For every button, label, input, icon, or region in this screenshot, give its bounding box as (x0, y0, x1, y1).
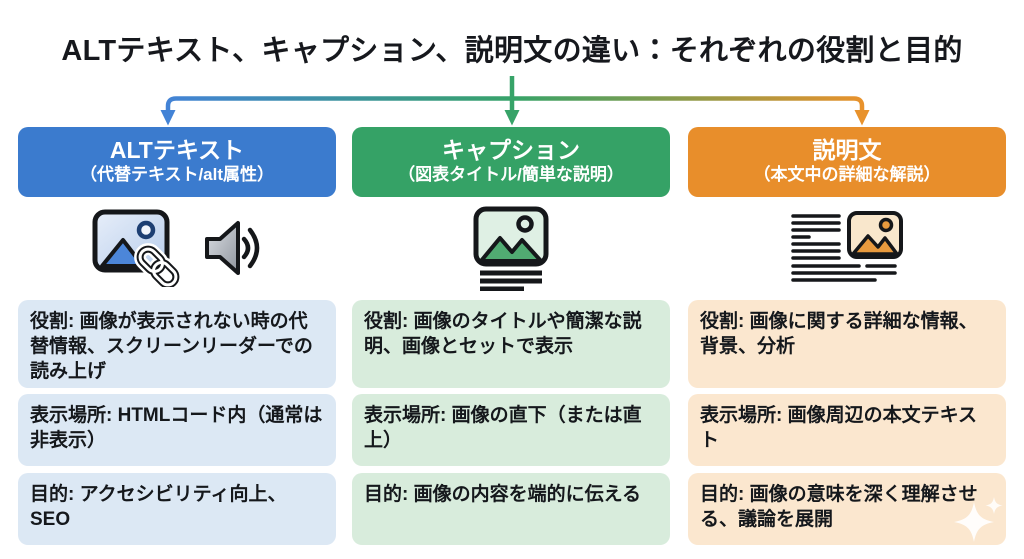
header-title: キャプション (442, 137, 580, 164)
description-icons (688, 202, 1006, 294)
box-label: 表示場所: (364, 405, 452, 426)
header-subtitle: （本文中の詳細な解説） (753, 165, 941, 185)
box-label: 表示場所: (700, 405, 788, 426)
box-location-alt-text: 表示場所: HTMLコード内（通常は非表示） (18, 394, 336, 466)
box-label: 役割: (700, 311, 750, 332)
box-label: 役割: (364, 311, 414, 332)
box-text: 画像の意味を深く理解させる、議論を展開 (700, 484, 978, 531)
column-header-alt-text: ALTテキスト （代替テキスト/alt属性） (18, 127, 336, 197)
text-with-inline-image-icon (791, 211, 903, 282)
arrow-down-right-icon (854, 110, 870, 126)
header-subtitle: （代替テキスト/alt属性） (79, 165, 275, 185)
header-title: 説明文 (812, 137, 882, 164)
sparkle-icon (954, 497, 1003, 542)
box-purpose-caption: 目的: 画像の内容を端的に伝える (352, 473, 670, 545)
connector-line (165, 96, 865, 112)
speaker-sound-icon (205, 221, 260, 275)
branch-arrows (160, 76, 870, 126)
box-role-caption: 役割: 画像のタイトルや簡潔な説明、画像とセットで表示 (352, 300, 670, 388)
box-text: 画像が表示されない時の代替情報、スクリーンリーダーでの読み上げ (30, 311, 313, 383)
box-text: 画像に関する詳細な情報、背景、分析 (700, 311, 978, 358)
page-title: ALTテキスト、キャプション、説明文の違い：それぞれの役割と目的 (61, 35, 963, 67)
box-purpose-alt-text: 目的: アクセシビリティ向上、SEO (18, 473, 336, 545)
caption-icons (352, 202, 670, 294)
box-label: 表示場所: (30, 405, 118, 426)
box-role-description: 役割: 画像に関する詳細な情報、背景、分析 (688, 300, 1006, 388)
box-label: 目的: (700, 484, 750, 505)
image-with-link-icon (92, 209, 182, 287)
arrow-down-center-icon (504, 110, 520, 126)
arrow-down-left-icon (160, 110, 176, 126)
alt-text-icons (18, 202, 336, 294)
box-text: 画像の内容を端的に伝える (413, 484, 642, 505)
box-text: 画像周辺の本文テキスト (700, 405, 978, 452)
box-location-description: 表示場所: 画像周辺の本文テキスト (688, 394, 1006, 466)
box-role-alt-text: 役割: 画像が表示されない時の代替情報、スクリーンリーダーでの読み上げ (18, 300, 336, 388)
column-header-description: 説明文 （本文中の詳細な解説） (688, 127, 1006, 197)
box-location-caption: 表示場所: 画像の直下（または直上） (352, 394, 670, 466)
box-purpose-description: 目的: 画像の意味を深く理解させる、議論を展開 (688, 473, 1006, 545)
column-header-caption: キャプション （図表タイトル/簡単な説明） (352, 127, 670, 197)
image-with-caption-lines-icon (473, 206, 549, 291)
box-text: 画像のタイトルや簡潔な説明、画像とセットで表示 (364, 311, 642, 358)
box-text: 画像の直下（または直上） (364, 405, 642, 452)
box-label: 役割: (30, 311, 80, 332)
header-title: ALTテキスト (109, 137, 245, 164)
box-text: アクセシビリティ向上、SEO (30, 484, 287, 531)
box-label: 目的: (364, 484, 414, 505)
box-text: HTMLコード内（通常は非表示） (30, 405, 323, 452)
header-subtitle: （図表タイトル/簡単な説明） (398, 165, 624, 185)
box-label: 目的: (30, 484, 80, 505)
